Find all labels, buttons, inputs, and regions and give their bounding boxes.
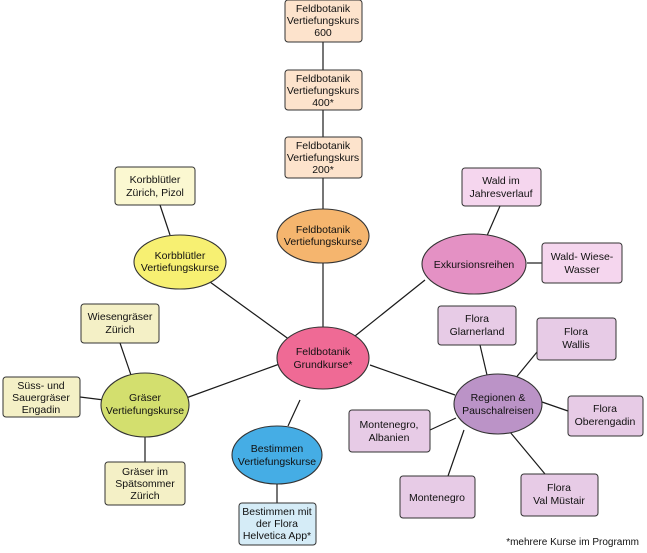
ellipse-regionen-pauschalreisen[interactable]: Regionen &Pauschalreisen <box>453 373 543 435</box>
footnote: *mehrere Kurse im Programm <box>506 537 639 548</box>
ellipse-exkursionsreihen[interactable]: Exkursionsreihen <box>421 233 527 295</box>
svg-text:Montenegro: Montenegro <box>409 492 465 504</box>
box-montenegro-albanien[interactable]: Montenegro,Albanien <box>348 409 431 453</box>
svg-text:Regionen &Pauschalreisen: Regionen &Pauschalreisen <box>462 392 534 417</box>
box-wald-wiese-wasser[interactable]: Wald- Wiese-Wasser <box>541 242 623 284</box>
svg-text:Montenegro,Albanien: Montenegro,Albanien <box>360 419 419 444</box>
svg-text:Exkursionsreihen: Exkursionsreihen <box>434 259 515 271</box>
svg-text:Wald- Wiese-Wasser: Wald- Wiese-Wasser <box>551 251 614 276</box>
connector-lines <box>79 42 569 503</box>
box-montenegro[interactable]: Montenegro <box>399 475 476 519</box>
